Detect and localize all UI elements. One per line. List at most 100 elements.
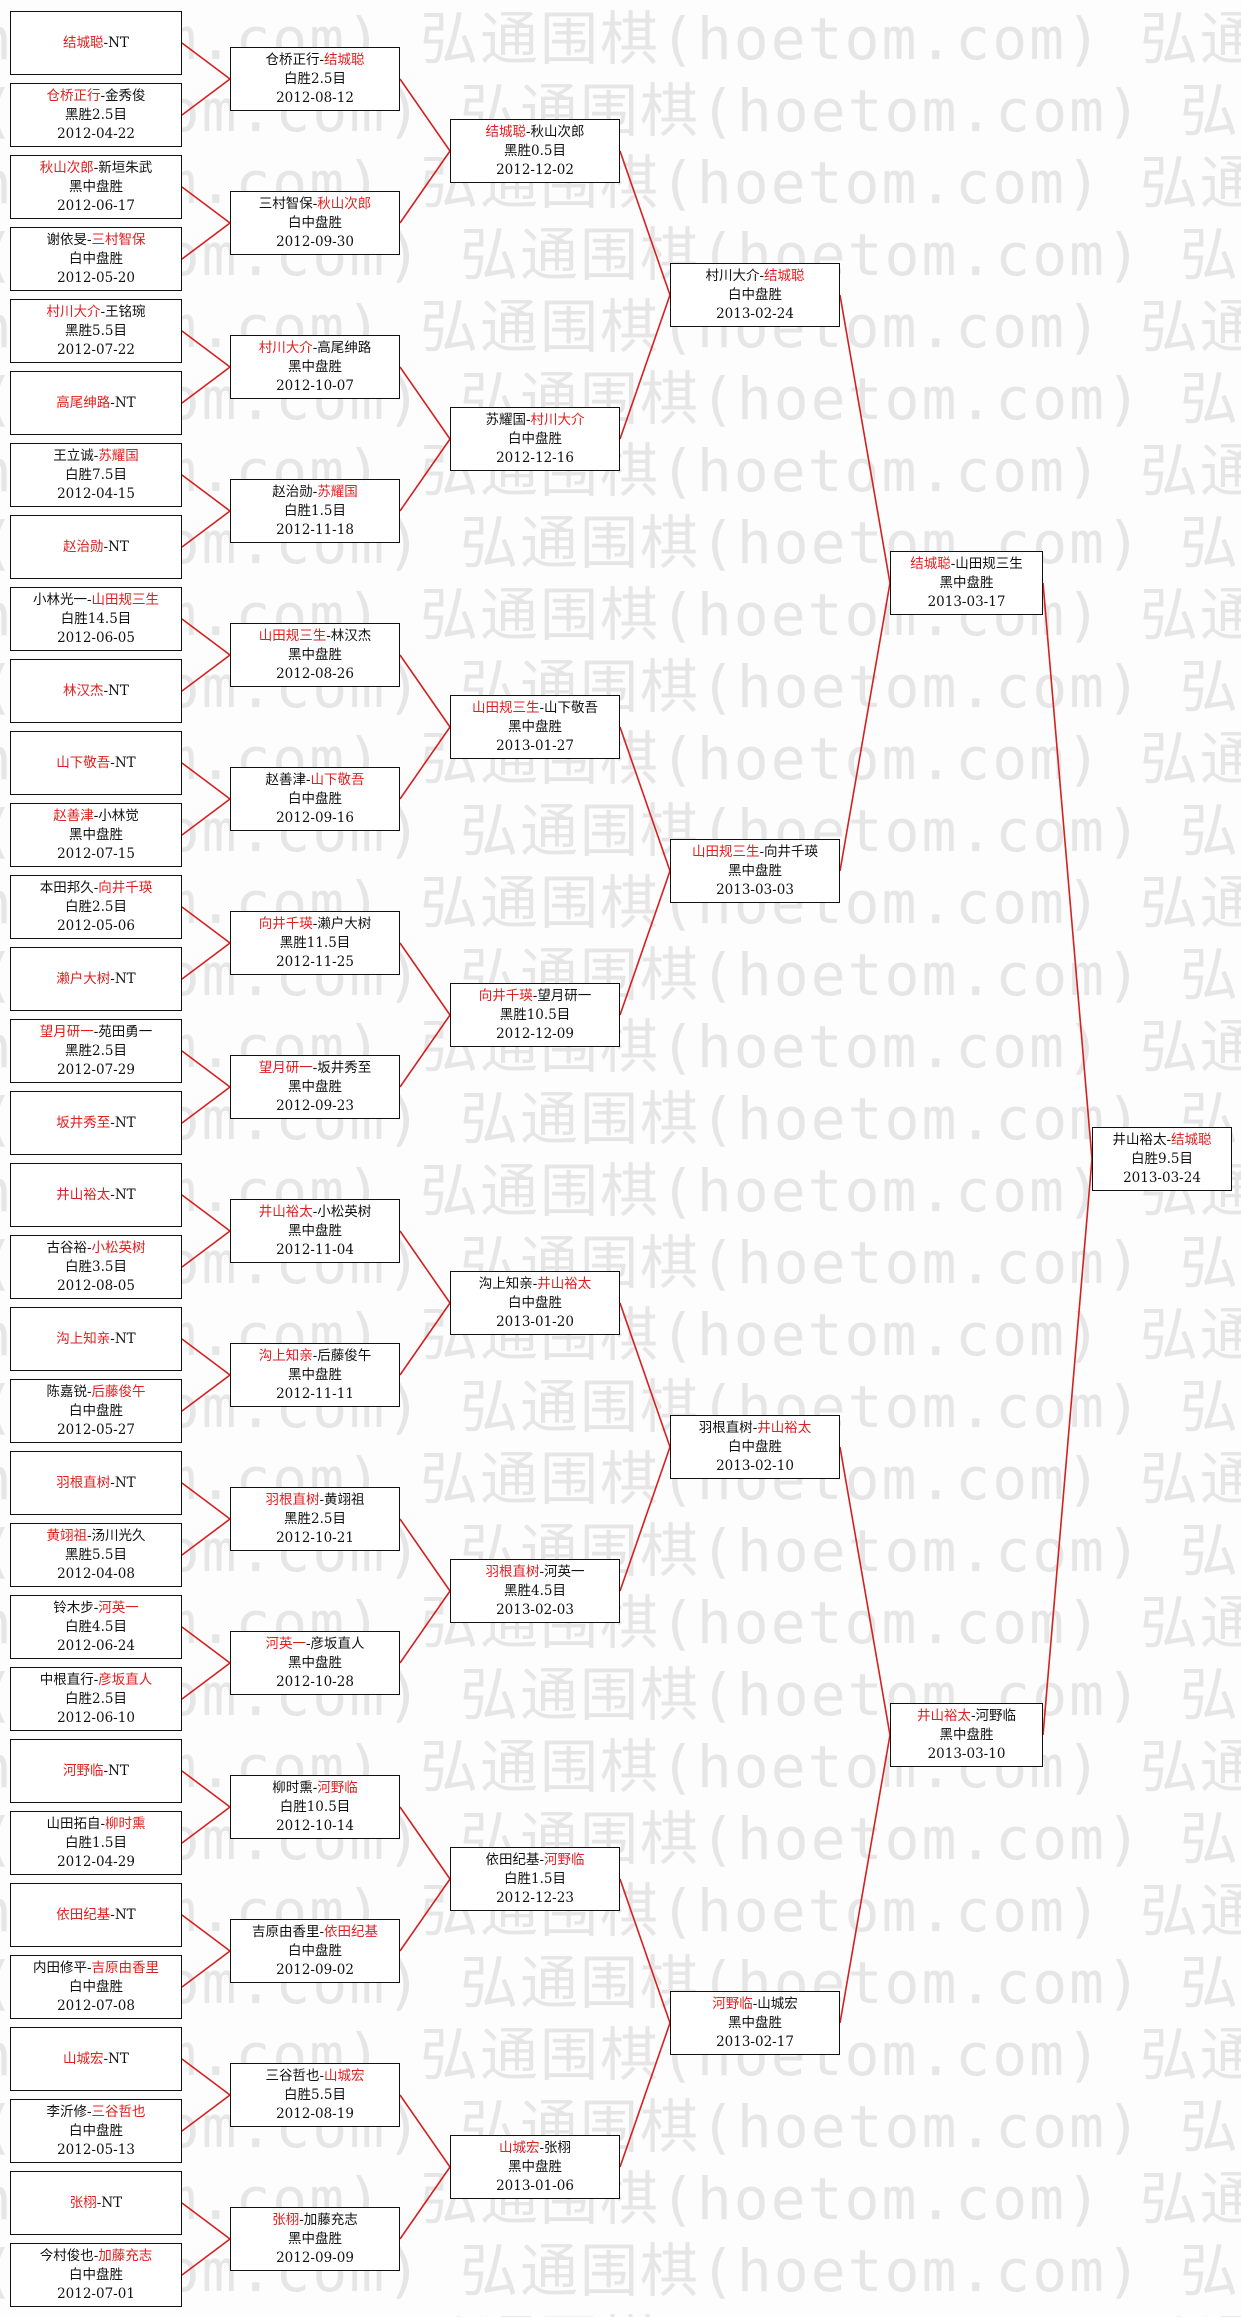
- bracket-connector: [181, 1050, 231, 1088]
- player-separator: -: [110, 1330, 115, 1347]
- bracket-connector: [181, 1230, 231, 1268]
- match-box: 河野临-NT: [10, 1739, 182, 1803]
- player-name-winner: 加藤充志: [98, 2247, 153, 2264]
- player-separator: -: [110, 1186, 115, 1203]
- match-date: 2012-09-30: [276, 233, 354, 250]
- match-date: 2012-05-13: [57, 2141, 135, 2158]
- player-name-winner: 张栩: [272, 2211, 300, 2228]
- match-players: 山城宏-张栩: [499, 2139, 571, 2158]
- match-box: 林汉杰-NT: [10, 659, 182, 723]
- bracket-connector: [399, 942, 451, 1016]
- bracket-connector: [181, 366, 231, 404]
- match-date: 2012-09-16: [276, 809, 354, 826]
- match-players: 吉原由香里-依田纪基: [252, 1923, 378, 1942]
- bracket-connector: [181, 2058, 231, 2096]
- match-result: 白胜2.5目: [284, 70, 346, 87]
- player-separator: -: [950, 555, 956, 572]
- match-date: 2012-05-06: [57, 917, 135, 934]
- bracket-connector: [181, 78, 231, 116]
- player-separator: -: [759, 843, 765, 860]
- match-date: 2012-07-29: [57, 1061, 135, 1078]
- match-players: 山田规三生-向井千瑛: [692, 843, 818, 862]
- player-name-winner: 结城聪: [1171, 1131, 1212, 1148]
- match-date: 2012-04-15: [57, 485, 135, 502]
- player-separator: -: [93, 1671, 99, 1688]
- player-name-winner: 向井千瑛: [478, 987, 533, 1004]
- bracket-connector: [181, 2238, 231, 2276]
- player-name: 河英一: [544, 1563, 585, 1580]
- match-result: 白胜3.5目: [65, 1258, 127, 1275]
- player-name-winner: 高尾绅路: [56, 394, 111, 411]
- player-name-winner: 秋山次郎: [317, 195, 372, 212]
- player-separator: -: [532, 1275, 538, 1292]
- match-date: 2013-01-20: [496, 1313, 574, 1330]
- bracket-connector: [181, 654, 231, 692]
- player-separator: -: [319, 1491, 325, 1508]
- bracket-connector: [399, 366, 451, 440]
- match-date: 2013-01-27: [496, 737, 574, 754]
- player-name-winner: 吉原由香里: [91, 1959, 160, 1976]
- match-players: 井山裕太-NT: [56, 1186, 135, 1205]
- player-name: 彦坂直人: [310, 1635, 365, 1652]
- match-players: 沟上知亲-井山裕太: [479, 1275, 592, 1294]
- player-name: 濑户大树: [317, 915, 372, 932]
- match-players: 内田修平-吉原由香里: [33, 1959, 159, 1978]
- bracket-connector: [399, 2166, 451, 2240]
- match-date: 2013-03-10: [927, 1745, 1006, 1762]
- match-result: 黑中盘胜: [288, 646, 342, 663]
- match-players: 秋山次郎-新垣朱武: [40, 159, 153, 178]
- bracket-connector: [619, 726, 671, 872]
- match-players: 结城聪-山田规三生: [910, 555, 1023, 574]
- player-name-winner: 彦坂直人: [98, 1671, 153, 1688]
- bracket-connector: [619, 870, 671, 1016]
- player-name-winner: 林汉杰: [63, 682, 104, 699]
- match-result: 白中盘胜: [69, 1978, 123, 1995]
- player-separator: -: [93, 879, 99, 896]
- match-date: 2012-06-10: [57, 1709, 135, 1726]
- match-players: 李沂修-三谷哲也: [46, 2103, 145, 2122]
- player-separator: -: [86, 2103, 92, 2120]
- match-players: 山田规三生-林汉杰: [259, 627, 372, 646]
- match-box: 张栩-NT: [10, 2171, 182, 2235]
- match-date: 2012-12-16: [496, 449, 574, 466]
- match-date: 2012-06-24: [57, 1637, 135, 1654]
- match-date: 2012-11-25: [276, 953, 354, 970]
- player-separator: -: [103, 682, 109, 699]
- match-box: 山下敬吾-NT: [10, 731, 182, 795]
- bracket-connector: [181, 1338, 231, 1376]
- match-box: 高尾绅路-NT: [10, 371, 182, 435]
- match-players: 山下敬吾-NT: [56, 754, 135, 773]
- match-result: 黑胜2.5目: [284, 1510, 346, 1527]
- match-result: 黑中盘胜: [288, 358, 342, 375]
- bracket-connector: [181, 1950, 231, 1988]
- match-result: 白中盘胜: [508, 430, 562, 447]
- match-players: 王立诚-苏耀国: [53, 447, 139, 466]
- player-separator: -: [110, 1114, 115, 1131]
- player-name: 吉原由香里: [251, 1923, 320, 1940]
- match-players: 仓桥正行-金秀俊: [46, 87, 145, 106]
- match-players: 河英一-彦坂直人: [265, 1635, 364, 1654]
- match-players: 井山裕太-小松英树: [259, 1203, 372, 1222]
- player-name: 铃木步: [53, 1599, 94, 1616]
- match-players: 古谷裕-小松英树: [46, 1239, 145, 1258]
- player-separator: -: [525, 123, 531, 140]
- bracket-connector: [619, 294, 671, 440]
- player-name: 谢依旻: [46, 231, 87, 248]
- player-name-winner: 结城聪: [910, 555, 951, 572]
- match-date: 2012-11-11: [276, 1385, 354, 1402]
- bracket-connector: [619, 1302, 671, 1448]
- player-name-winner: 坂井秀至: [56, 1114, 111, 1131]
- match-result: 黑中盘胜: [508, 2158, 562, 2175]
- match-result: 白中盘胜: [288, 214, 342, 231]
- match-date: 2012-05-20: [57, 269, 135, 286]
- player-name-winner: 河野临: [63, 1762, 104, 1779]
- match-players: 坂井秀至-NT: [56, 1114, 135, 1133]
- player-name: 小松英树: [317, 1203, 372, 1220]
- player-name-winner: 河英一: [98, 1599, 139, 1616]
